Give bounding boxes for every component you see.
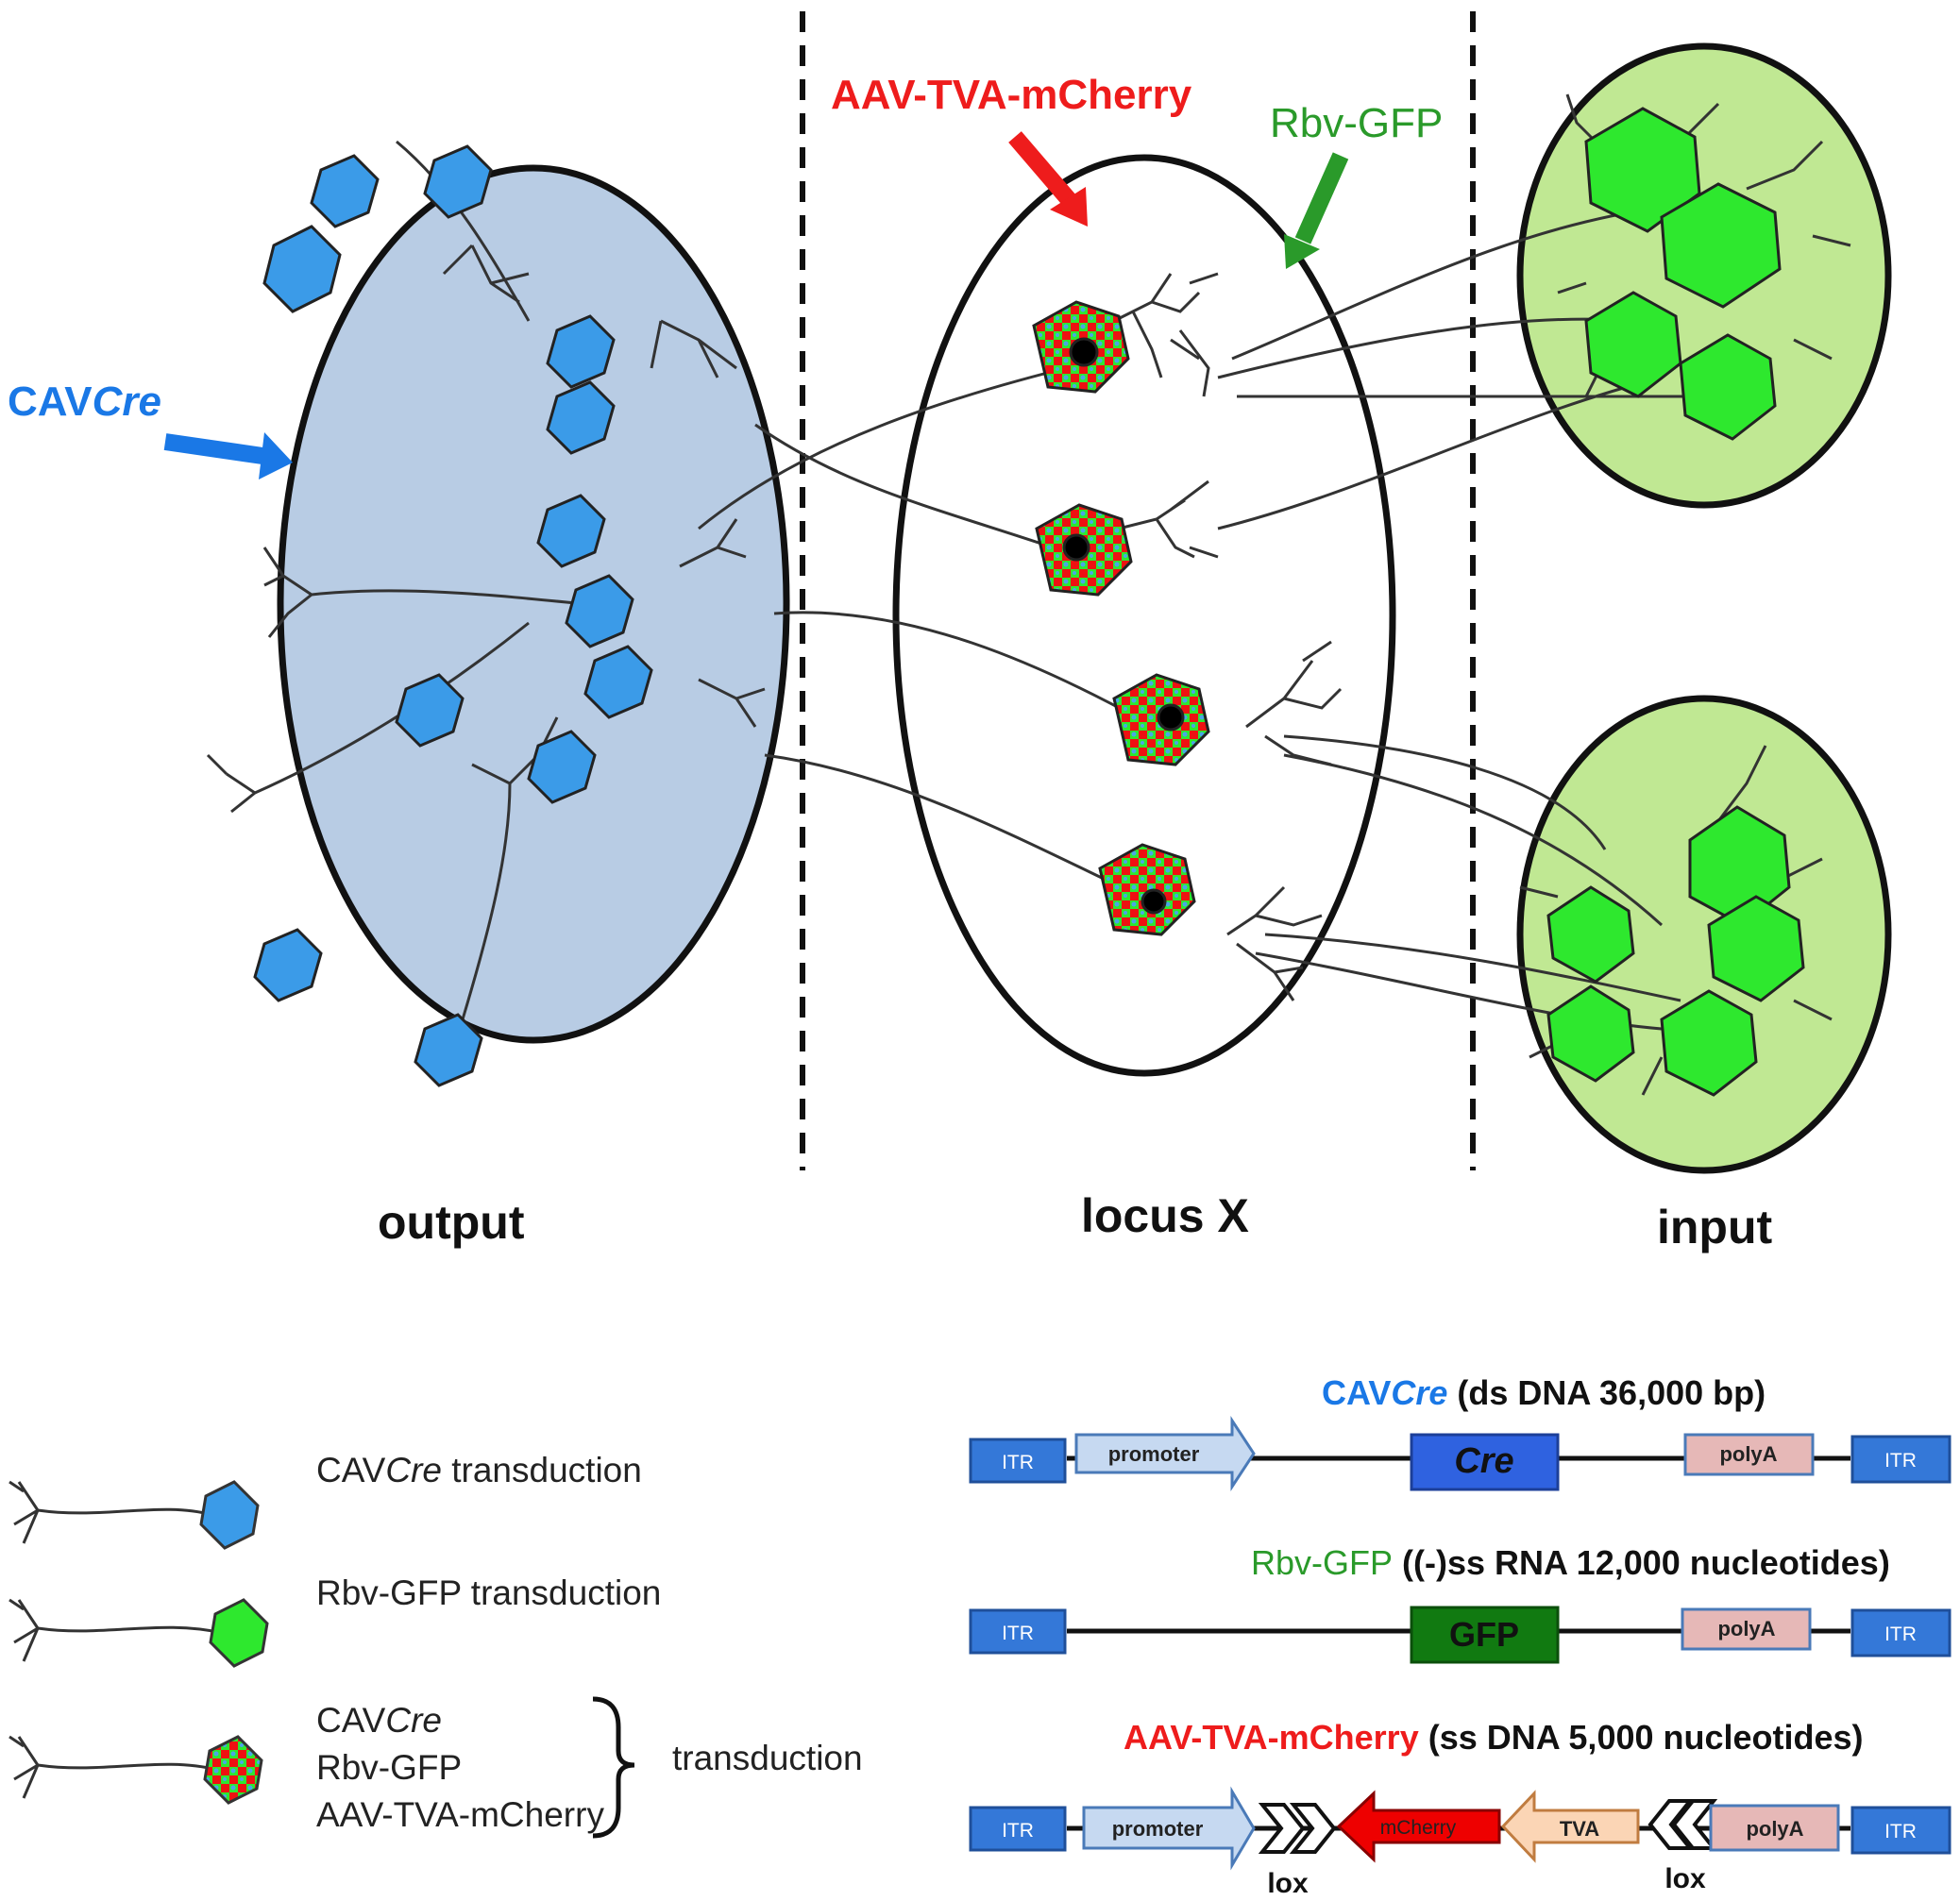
output-region [277,164,790,1044]
lox-right-label: lox [1664,1863,1706,1894]
svg-text:ITR: ITR [1002,1623,1034,1644]
green-neuron-2 [1660,182,1782,309]
cav-injection-label: CAVCre [8,379,161,425]
aav-arrow-icon [1008,131,1088,227]
svg-text:ITR: ITR [1884,1623,1917,1645]
svg-text:polyA: polyA [1746,1817,1803,1841]
construct-aav: AAV-TVA-mCherry (ss DNA 5,000 nucleotide… [969,1718,1952,1899]
svg-text:Cre: Cre [1454,1441,1513,1481]
dendrite-arbors-input [1519,93,1851,1096]
svg-text:mCherry: mCherry [1380,1817,1457,1839]
cav-arrow-icon [163,432,293,479]
cav-cre-gene [1410,1433,1560,1491]
aav-itr-right [1850,1806,1952,1855]
legend: CAVCre transduction Rbv-GFP transduction… [8,1451,863,1839]
rbv-itr-left [969,1608,1067,1655]
construct-rbv: Rbv-GFP ((-)ss RNA 12,000 nucleotides) I… [969,1543,1952,1664]
aav-promoter-arrow [1082,1786,1256,1871]
svg-text:promoter: promoter [1112,1817,1204,1841]
construct-cav: CAVCre (ds DNA 36,000 bp) ITR promoter C… [969,1373,1952,1492]
blue-neuron-2 [423,144,493,219]
green-neuron-6 [1546,885,1635,984]
cav-itr-left [969,1438,1067,1484]
legend-neuron-blue [8,1480,260,1550]
svg-text:ITR: ITR [1884,1821,1917,1842]
svg-text:GFP: GFP [1449,1615,1519,1654]
lox-right-icon [1647,1799,1718,1850]
starter-nucleus-3 [1157,703,1185,732]
aav-mcherry-arrow [1336,1790,1501,1863]
construct-aav-title: AAV-TVA-mCherry (ss DNA 5,000 nucleotide… [1124,1718,1864,1757]
svg-text:promoter: promoter [1108,1442,1200,1466]
output-neurons [253,144,653,1087]
cav-promoter-arrow [1074,1415,1256,1492]
svg-text:TVA: TVA [1560,1817,1599,1841]
blue-neuron-12 [414,1013,483,1087]
dendrite-arbors-output [206,140,766,1020]
svg-text:ITR: ITR [1002,1820,1034,1842]
locus-neurons [1032,300,1210,936]
rbv-gfp-gene [1410,1606,1560,1664]
svg-text:polyA: polyA [1719,1442,1777,1466]
blue-neuron-5 [546,380,616,455]
locus-x-label: locus X [1081,1189,1249,1242]
aav-tva-arrow [1500,1790,1640,1863]
cav-polya [1683,1433,1815,1476]
green-neuron-5 [1688,805,1791,927]
blue-neuron-9 [395,673,465,748]
dendrite-arbors-locus [1113,272,1343,1001]
blue-neuron-3 [262,225,342,313]
legend-row3-line2: Rbv-GFP [316,1748,462,1787]
construct-rbv-title: Rbv-GFP ((-)ss RNA 12,000 nucleotides) [1251,1543,1890,1582]
starter-nucleus-2 [1062,533,1090,562]
starter-nucleus-4 [1141,888,1167,915]
blue-neuron-10 [527,730,597,804]
legend-row3-line3: AAV-TVA-mCherry [316,1795,604,1834]
blue-neuron-7 [565,574,634,648]
output-label: output [378,1196,525,1249]
axon-projections [698,206,1718,1031]
rbv-polya [1681,1607,1812,1651]
blue-neuron-1 [310,154,380,228]
blue-neuron-8 [583,645,653,719]
construct-cav-title: CAVCre (ds DNA 36,000 bp) [1322,1373,1766,1412]
legend-bracket-label: transduction [672,1739,863,1777]
lox-left-icon [1258,1803,1337,1854]
starter-neuron-4 [1098,843,1196,936]
input-label: input [1657,1201,1773,1253]
svg-text:ITR: ITR [1884,1450,1917,1472]
blue-neuron-6 [536,494,606,568]
blue-neuron-4 [546,314,616,389]
svg-text:ITR: ITR [1002,1452,1034,1473]
svg-text:polyA: polyA [1717,1617,1775,1640]
green-neuron-9 [1660,989,1758,1097]
legend-bracket [592,1696,635,1839]
aav-polya [1709,1804,1840,1852]
lox-left-label: lox [1267,1868,1309,1899]
locus-x-region [892,154,1396,1077]
aav-itr-left [969,1806,1067,1852]
rbv-itr-right [1850,1608,1952,1657]
cav-itr-right [1850,1435,1952,1484]
green-neuron-4 [1679,333,1777,441]
green-neuron-8 [1546,984,1635,1083]
legend-row2-text: Rbv-GFP transduction [316,1573,661,1612]
input-neurons [1546,107,1805,1097]
rbv-arrow-icon [1284,152,1349,269]
legend-neuron-starter [8,1735,263,1805]
rbv-injection-label: Rbv-GFP [1270,100,1443,146]
green-neuron-7 [1707,895,1805,1002]
blue-neuron-11 [253,928,323,1002]
legend-row1-text: CAVCre transduction [316,1451,642,1489]
legend-neuron-green [8,1598,269,1668]
legend-row3-line1: CAVCre [316,1701,442,1740]
starter-nucleus-1 [1069,337,1099,367]
aav-injection-label: AAV-TVA-mCherry [831,72,1192,118]
